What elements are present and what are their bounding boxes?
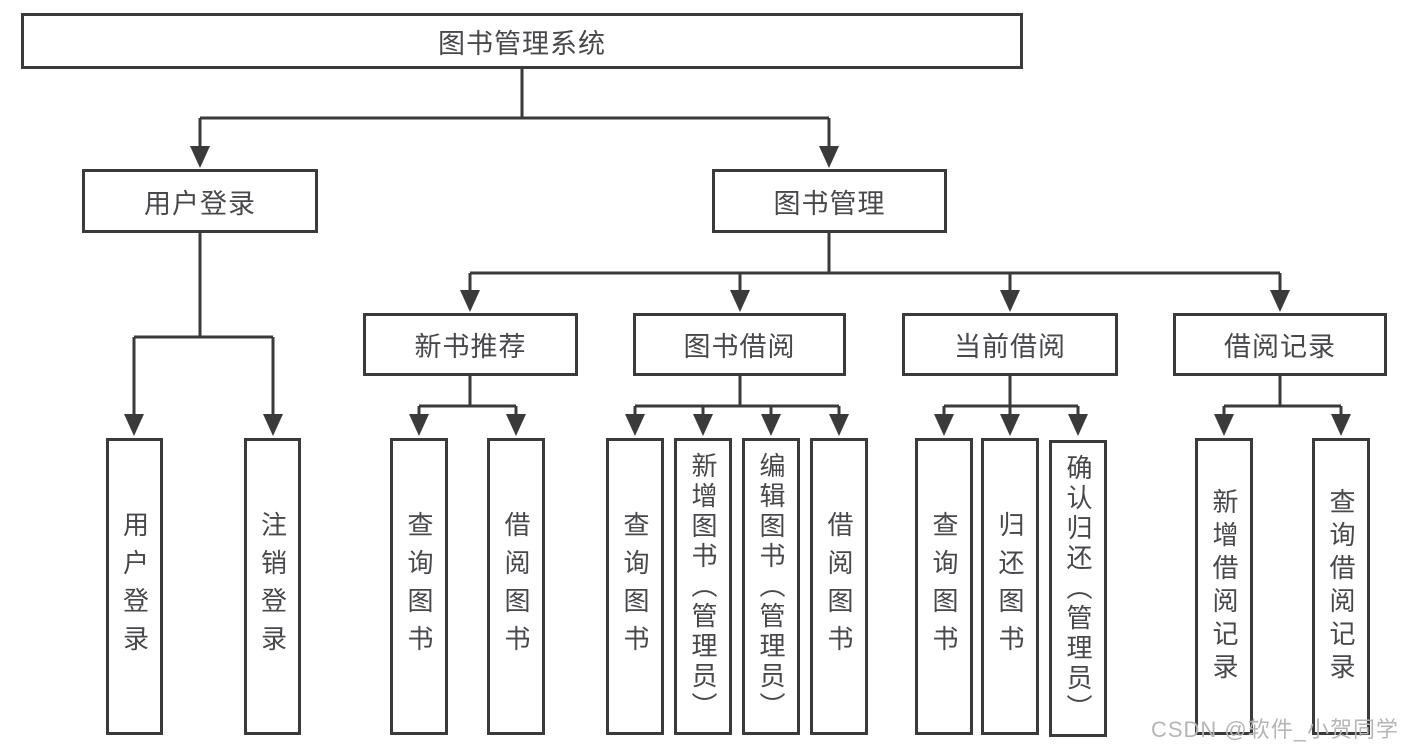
node-root-label: 图书管理系统 [438,28,606,59]
node-current-borrowing: 当前借阅 [902,313,1118,376]
leaf-user-login-label: 用户登录 [119,510,150,663]
node-new-book-recommend: 新书推荐 [363,313,578,376]
leaf-query-books-borrowing: 查询图书 [606,438,664,735]
node-current-borrowing-label: 当前借阅 [954,332,1066,362]
node-book-management-label: 图书管理 [773,188,886,219]
leaf-query-books-current-label: 查询图书 [929,510,959,663]
leaf-borrow-books-recommend: 借阅图书 [487,438,545,735]
node-new-book-recommend-label: 新书推荐 [414,332,527,362]
leaf-logout-label: 注销登录 [257,510,288,663]
node-user-login: 用户登录 [82,169,318,233]
node-borrowing-records: 借阅记录 [1173,313,1387,376]
leaf-query-books-current: 查询图书 [915,438,973,735]
leaf-edit-book-admin-label: 编辑图书（管理员） [756,451,786,722]
leaf-user-login: 用户登录 [106,438,163,735]
leaf-query-borrow-record-label: 查询借阅记录 [1326,487,1356,686]
node-borrowing-records-label: 借阅记录 [1224,332,1336,362]
leaf-add-borrow-record-label: 新增借阅记录 [1209,487,1239,686]
leaf-edit-book-admin: 编辑图书（管理员） [742,438,800,735]
node-user-login-label: 用户登录 [144,188,256,219]
node-root: 图书管理系统 [21,13,1023,69]
node-book-borrowing-label: 图书借阅 [683,332,796,362]
leaf-add-borrow-record: 新增借阅记录 [1195,438,1253,735]
csdn-watermark: CSDN @软件_小贺同学 [1150,717,1399,742]
node-book-borrowing: 图书借阅 [633,313,846,376]
leaf-query-books-borrowing-label: 查询图书 [620,510,650,663]
leaf-add-book-admin: 新增图书（管理员） [674,438,732,735]
leaf-borrow-books-borrowing-label: 借阅图书 [824,510,854,663]
leaf-return-book-label: 归还图书 [995,510,1025,663]
leaf-confirm-return-admin: 确认归还（管理员） [1049,440,1107,737]
leaf-return-book: 归还图书 [981,438,1039,735]
leaf-borrow-books-borrowing: 借阅图书 [810,438,868,735]
leaf-borrow-books-recommend-label: 借阅图书 [501,510,531,663]
leaf-query-borrow-record: 查询借阅记录 [1312,438,1370,735]
arrowhead-icons [124,146,1351,436]
leaf-query-books-recommend-label: 查询图书 [404,510,434,663]
leaf-logout: 注销登录 [244,438,301,735]
leaf-confirm-return-admin-label: 确认归还（管理员） [1063,453,1093,724]
leaf-query-books-recommend: 查询图书 [390,438,448,735]
node-book-management: 图书管理 [712,169,947,233]
leaf-add-book-admin-label: 新增图书（管理员） [688,451,718,722]
